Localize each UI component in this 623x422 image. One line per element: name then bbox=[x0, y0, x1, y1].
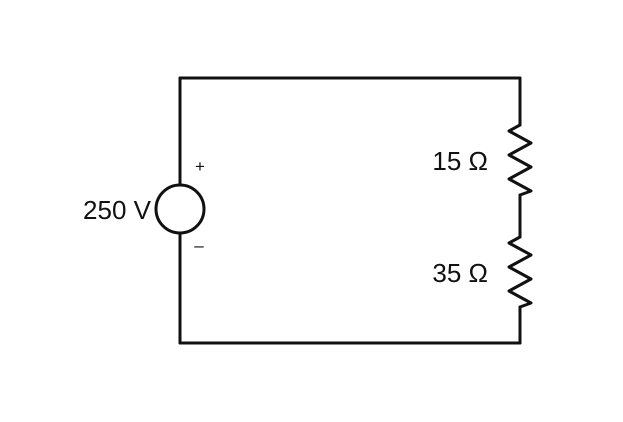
resistor-2: 35 Ω bbox=[432, 235, 533, 309]
resistor-1: 15 Ω bbox=[432, 123, 533, 197]
resistor-2-label: 35 Ω bbox=[432, 258, 488, 288]
resistor-1-label: 15 Ω bbox=[432, 146, 488, 176]
voltage-source-circle bbox=[154, 183, 206, 235]
resistor-2-zigzag bbox=[507, 235, 533, 309]
voltage-source: + – 250 V bbox=[83, 157, 206, 255]
wires bbox=[178, 76, 522, 345]
voltage-source-plus: + bbox=[195, 157, 205, 176]
voltage-source-label: 250 V bbox=[83, 195, 152, 225]
voltage-source-minus: – bbox=[194, 236, 204, 255]
resistor-1-zigzag bbox=[507, 123, 533, 197]
